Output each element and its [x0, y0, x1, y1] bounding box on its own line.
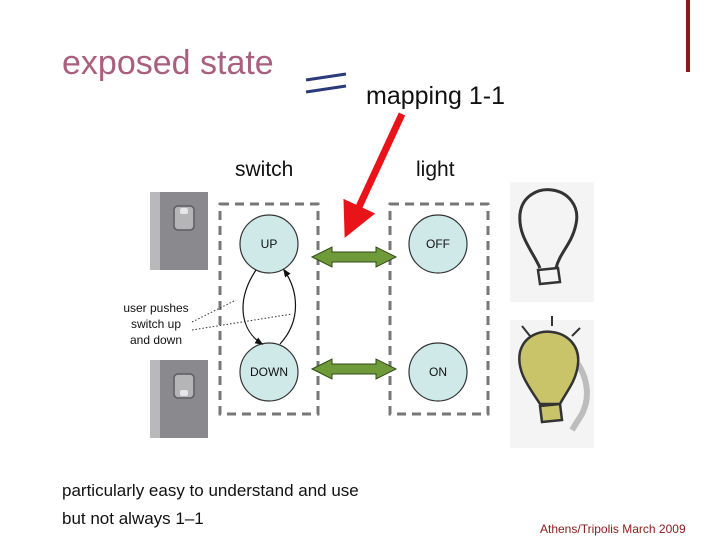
slide-title: exposed state [62, 44, 274, 82]
switch-down-label: DOWN [250, 365, 288, 379]
light-column-label: light [416, 158, 455, 181]
footer-text: Athens/Tripolis March 2009 [540, 522, 686, 536]
light-on-label: ON [429, 365, 447, 379]
annotation-line: and down [129, 333, 183, 347]
switch-up-label: UP [260, 237, 278, 251]
annotation-leader-1 [191, 299, 237, 323]
switch-state-box [218, 202, 320, 416]
light-state-box [388, 202, 490, 416]
mapping-label: mapping 1-1 [366, 82, 505, 110]
accent-bar [686, 0, 690, 72]
user-action-annotation: user pushes switch up and down [112, 300, 200, 348]
up-to-down-transition [242, 269, 264, 345]
switch-down-state [239, 342, 299, 402]
switch-column-label: switch [235, 158, 294, 181]
light-off-state [408, 214, 468, 274]
annotation-line: switch up [130, 317, 182, 331]
light-off-label: OFF [426, 237, 450, 251]
mapping-arrow-down-on [310, 358, 398, 380]
body-text-line: but not always 1–1 [62, 509, 204, 528]
switch-down-image [150, 360, 208, 438]
switch-up-state [239, 214, 299, 274]
switch-up-image [150, 192, 208, 270]
annotation-line: user pushes [123, 301, 189, 315]
light-bulb-on-image [510, 316, 594, 448]
body-text-line: particularly easy to understand and use [62, 481, 359, 500]
mapping-arrow-up-off [310, 246, 398, 268]
down-to-up-transition [279, 268, 297, 345]
light-on-state [408, 342, 468, 402]
annotation-leader-2 [191, 313, 293, 331]
equals-sign-icon [305, 72, 347, 94]
light-bulb-off-image [510, 182, 594, 302]
mapping-pointer-arrow [343, 112, 406, 238]
